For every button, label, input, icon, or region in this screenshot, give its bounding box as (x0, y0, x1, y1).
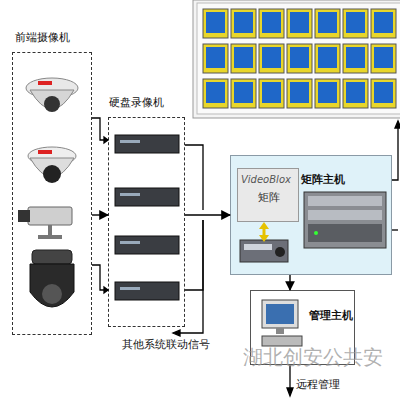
watermark: 湖北创安公共安 (243, 344, 383, 371)
dvr-units (115, 135, 179, 300)
speed-dome-camera (30, 250, 74, 307)
monitor-screen (206, 12, 225, 33)
monitor-screen (346, 47, 365, 68)
monitor-screen (234, 82, 253, 103)
monitor-frame (371, 44, 396, 73)
signal-connector (92, 214, 108, 215)
monitor-frame (315, 79, 340, 108)
node-label: 硬盘录像机 (109, 96, 164, 109)
monitor-frame (343, 9, 368, 38)
monitor-frame (371, 9, 396, 38)
monitor-frame (203, 79, 228, 108)
monitor-screen (262, 12, 281, 33)
monitor-grid (203, 9, 396, 108)
signal-connector (185, 214, 230, 215)
monitor-frame (315, 9, 340, 38)
monitor-frame (315, 44, 340, 73)
monitor-frame (343, 79, 368, 108)
node-label: 前端摄像机 (15, 31, 70, 44)
monitor-screen (290, 12, 309, 33)
remote-note: 远程管理 (296, 377, 340, 392)
dome-camera (26, 78, 78, 112)
monitor-frame (371, 79, 396, 108)
monitor-frame (259, 79, 284, 108)
node-label: 矩阵 (258, 191, 280, 204)
monitor-screen (262, 47, 281, 68)
monitor-screen (206, 82, 225, 103)
box-camera (18, 207, 72, 239)
monitor-frame (259, 44, 284, 73)
monitor-feed (392, 121, 400, 230)
signal-connector (289, 275, 290, 290)
videoblox-unit: VideoBlox 矩阵 (237, 168, 299, 222)
monitor-frame (343, 44, 368, 73)
monitor-screen (234, 12, 253, 33)
camera-group: 前端摄像机 (12, 52, 92, 335)
monitor-frame (231, 9, 256, 38)
monitor-frame (287, 79, 312, 108)
monitor-screen (346, 82, 365, 103)
monitor-frame (203, 9, 228, 38)
monitor-screen (318, 82, 337, 103)
monitor-wall (193, 0, 400, 118)
signal-note: 其他系统联动信号 (122, 337, 210, 352)
monitor-screen (374, 12, 393, 33)
monitor-frame (287, 9, 312, 38)
dome-camera (28, 147, 76, 183)
monitor-frame (259, 9, 284, 38)
monitor-screen (318, 12, 337, 33)
node-label: 管理主机 (309, 309, 353, 322)
monitor-screen (290, 47, 309, 68)
monitor-frame (203, 44, 228, 73)
remote-arrow (287, 365, 293, 396)
monitor-frame (287, 44, 312, 73)
monitor-frame (231, 79, 256, 108)
matrix-host: 矩阵主机 VideoBlox 矩阵 (230, 155, 392, 275)
node-label: VideoBlox (241, 173, 291, 186)
monitor-frame (231, 44, 256, 73)
linkage-arrow (173, 220, 203, 336)
node-label: 矩阵主机 (301, 173, 345, 186)
monitor-screen (290, 82, 309, 103)
monitor-screen (262, 82, 281, 103)
dvr-group: 硬盘录像机 (108, 117, 185, 327)
monitor-screen (318, 47, 337, 68)
monitor-screen (374, 47, 393, 68)
monitor-screen (206, 47, 225, 68)
monitor-screen (234, 47, 253, 68)
monitor-screen (374, 82, 393, 103)
monitor-screen (346, 12, 365, 33)
